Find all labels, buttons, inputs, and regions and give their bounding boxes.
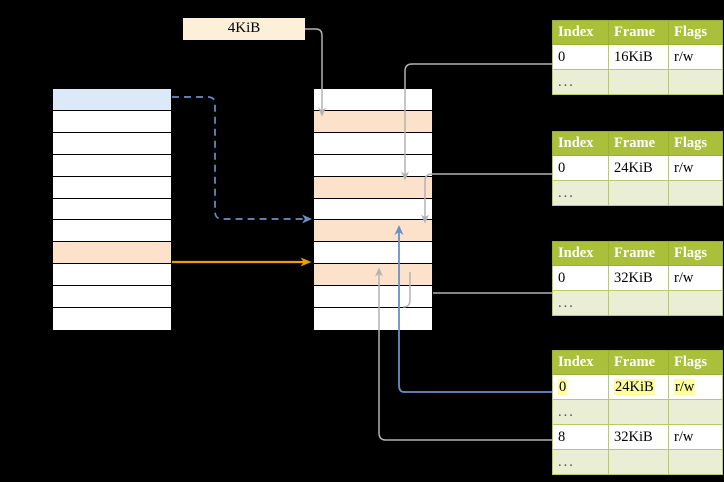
page-table-level-1-col-flags: Flags [668, 20, 723, 45]
page-table-level-1-cell-0-0: 0 [552, 44, 609, 70]
page-table-level-4-cell-1-1 [608, 399, 669, 425]
physical-frame-row-9 [314, 286, 432, 309]
page-table-level-4-cell-3-0: ... [552, 449, 609, 475]
page-table-level-4-highlight-0-2: r/w [674, 378, 696, 395]
physical-memory-column [313, 88, 433, 330]
page-table-level-4-cell-2-1: 32KiB [608, 424, 669, 450]
page-table-level-4-highlight-0-1: 24KiB [614, 378, 655, 395]
wire-table2-to-frame [421, 173, 552, 224]
virtual-page-row-7 [53, 242, 171, 265]
page-table-level-2-col-index: Index [552, 131, 609, 156]
page-table-level-2-col-flags: Flags [668, 131, 723, 156]
page-table-level-2-cell-0-2: r/w [668, 155, 723, 181]
physical-frame-row-2 [314, 132, 432, 155]
physical-frame-row-6 [314, 220, 432, 243]
page-table-level-1-cell-1-2 [668, 69, 723, 95]
page-table-level-4-cell-3-2 [668, 449, 723, 475]
page-table-level-1-cell-1-0: ... [552, 69, 609, 95]
size-label-4kib: 4KiB [183, 18, 305, 40]
page-table-level-3-cell-1-0: ... [552, 290, 609, 316]
page-table-level-3-cell-0-2: r/w [668, 265, 723, 291]
page-table-level-4-cell-1-0: ... [552, 399, 609, 425]
page-table-level-2-cell-0-1: 24KiB [608, 155, 669, 181]
page-table-level-4-cell-2-2: r/w [668, 424, 723, 450]
page-table-level-1-cell-0-1: 16KiB [608, 44, 669, 70]
virtual-page-row-1 [53, 110, 171, 133]
page-table-level-2-cell-1-2 [668, 180, 723, 206]
physical-frame-row-4 [314, 176, 432, 199]
virtual-page-row-0 [53, 89, 171, 111]
page-table-level-4-cell-3-1 [608, 449, 669, 475]
page-table-level-3-cell-0-0: 0 [552, 265, 609, 291]
page-table-level-3-cell-1-1 [608, 290, 669, 316]
virtual-page-row-2 [53, 132, 171, 155]
page-table-level-3-cell-0-1: 32KiB [608, 265, 669, 291]
virtual-page-row-10 [53, 308, 171, 330]
physical-frame-row-7 [314, 242, 432, 265]
physical-frame-row-3 [314, 154, 432, 177]
page-table-level-2-col-frame: Frame [608, 131, 669, 156]
virtual-page-row-4 [53, 176, 171, 199]
page-table-level-3-col-index: Index [552, 241, 609, 266]
page-table-level-2-cell-1-0: ... [552, 180, 609, 206]
page-table-level-3-col-flags: Flags [668, 241, 723, 266]
virtual-page-row-6 [53, 220, 171, 243]
physical-frame-row-8 [314, 264, 432, 287]
page-table-level-4-cell-0-1: 24KiB [608, 374, 669, 400]
page-table-level-4-cell-0-2: r/w [668, 374, 723, 400]
page-table-level-4-row-1: ... [552, 399, 723, 425]
page-table-level-1-col-index: Index [552, 20, 609, 45]
page-table-level-4-col-flags: Flags [668, 350, 723, 375]
page-table-level-3-cell-1-2 [668, 290, 723, 316]
page-table-level-4-cell-1-2 [668, 399, 723, 425]
page-table-level-2-cell-0-0: 0 [552, 155, 609, 181]
page-table-level-4-cell-0-0: 0 [552, 374, 609, 400]
page-table-level-3-col-frame: Frame [608, 241, 669, 266]
page-table-level-3-row-1: ... [552, 290, 723, 316]
virtual-page-row-5 [53, 198, 171, 221]
page-table-level-4-cell-2-0: 8 [552, 424, 609, 450]
page-table-level-1-cell-0-2: r/w [668, 44, 723, 70]
virtual-page-row-8 [53, 264, 171, 287]
page-table-level-1-cell-1-1 [608, 69, 669, 95]
physical-frame-row-1 [314, 110, 432, 133]
page-table-level-2-row-1: ... [552, 180, 723, 206]
virtual-page-row-9 [53, 286, 171, 309]
virtual-address-space-column [52, 88, 172, 330]
wire-virtual-page-dashed [172, 96, 312, 224]
virtual-page-row-3 [53, 154, 171, 177]
page-table-level-4-col-index: Index [552, 350, 609, 375]
page-table-level-1-col-frame: Frame [608, 20, 669, 45]
physical-frame-row-5 [314, 198, 432, 221]
physical-frame-row-10 [314, 308, 432, 330]
physical-frame-row-0 [314, 89, 432, 111]
page-table-level-1-row-1: ... [552, 69, 723, 95]
page-table-level-2-cell-1-1 [608, 180, 669, 206]
page-table-level-4-row-3: ... [552, 449, 723, 475]
page-table-level-4-highlight-0-0: 0 [558, 378, 568, 395]
page-table-level-4-col-frame: Frame [608, 350, 669, 375]
page-table-level-4-row-0: 0 24KiB r/w [552, 374, 723, 400]
